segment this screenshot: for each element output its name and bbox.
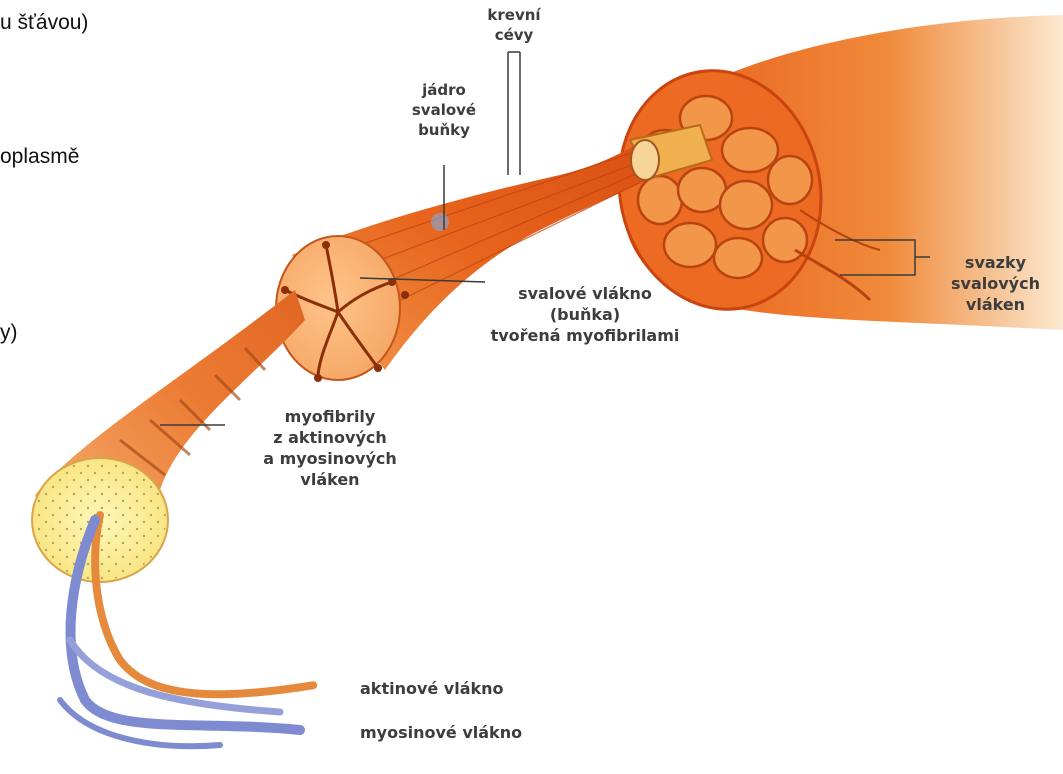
label-myosin: myosinové vlákno — [360, 722, 522, 743]
label-blood-vessels: krevní cévy — [478, 5, 550, 45]
label-myofibrils-line-1: myofibrily — [235, 406, 425, 427]
label-myofibrils-line-3: a myosinových — [235, 448, 425, 469]
side-text-line-3: y) — [0, 321, 18, 345]
side-text-line-2: oplasmě — [0, 145, 79, 169]
label-myofibrils-line-4: vláken — [235, 469, 425, 490]
label-actin: aktinové vlákno — [360, 678, 504, 699]
label-blood-vessels-line-1: krevní — [478, 5, 550, 25]
label-muscle-fiber-line-3: tvořená myofibrilami — [455, 325, 715, 346]
label-nucleus-line-3: buňky — [405, 120, 483, 140]
side-text-line-1: u šťávou) — [0, 11, 88, 35]
label-muscle-fiber-line-2: (buňka) — [455, 304, 715, 325]
label-bundles-line-1: svazky — [928, 252, 1063, 273]
label-muscle-fiber-line-1: svalové vlákno — [455, 283, 715, 304]
label-blood-vessels-line-2: cévy — [478, 25, 550, 45]
label-nucleus-line-2: svalové — [405, 100, 483, 120]
label-myofibrils: myofibrily z aktinových a myosinových vl… — [235, 406, 425, 490]
label-nucleus-line-1: jádro — [405, 80, 483, 100]
label-myofibrils-line-2: z aktinových — [235, 427, 425, 448]
label-bundles-line-2: svalových — [928, 273, 1063, 294]
label-muscle-fiber: svalové vlákno (buňka) tvořená myofibril… — [455, 283, 715, 346]
label-bundles: svazky svalových vláken — [928, 252, 1063, 315]
label-bundles-line-3: vláken — [928, 294, 1063, 315]
label-nucleus: jádro svalové buňky — [405, 80, 483, 140]
